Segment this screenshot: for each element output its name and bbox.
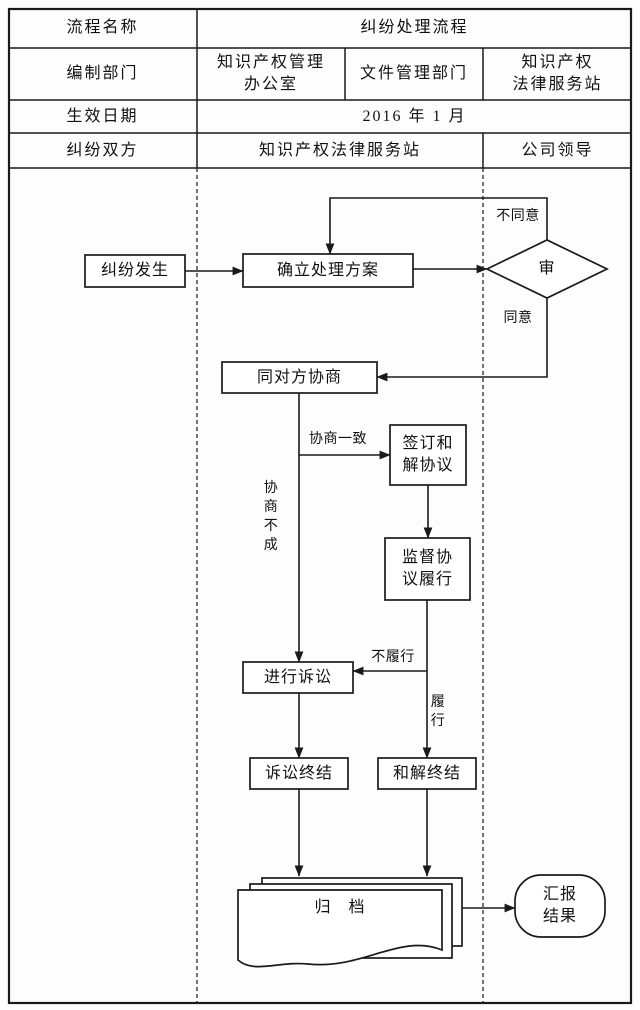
outer-frame: [7, 7, 633, 1005]
lane-label-parties: 纠纷双方: [66, 141, 139, 159]
negotiate-text: 同对方协商: [256, 368, 342, 386]
establish-plan-text: 确立处理方案: [276, 261, 379, 279]
label-agreement-reached: 协商一致: [309, 431, 367, 447]
department-label: 编制部门: [66, 65, 139, 82]
supervise-agreement-text: 监督协 议履行: [401, 549, 453, 588]
review-diamond: [485, 239, 609, 299]
effective-date-value: 2016 年 1 月: [362, 107, 467, 125]
lane-label-legal-station: 知识产权法律服务站: [258, 141, 421, 159]
arrow-disagree-loop: [325, 197, 548, 255]
lane-label-leadership: 公司领导: [521, 141, 594, 159]
review-text: 审: [538, 259, 556, 277]
dispute-occurs-text: 纠纷发生: [100, 262, 169, 279]
report-result-shape: [514, 874, 606, 938]
litigation-end-text: 诉讼终结: [264, 764, 333, 782]
sign-agreement-box: [389, 424, 467, 486]
settlement-end-box: [377, 757, 477, 790]
arrow-agree-to-negotiate: [376, 298, 548, 382]
archive-sheet-front: [237, 889, 443, 968]
effective-date-label: 生效日期: [66, 107, 139, 125]
table-grid: [8, 8, 632, 169]
archive-document: [237, 877, 463, 968]
supervise-agreement-box: [384, 537, 471, 601]
sign-agreement-text: 签订和 解协议: [402, 435, 454, 474]
archive-text: 归 档: [314, 899, 366, 916]
label-negotiation-failed: 协 商 不 成: [263, 481, 279, 553]
department-1: 知识产权管理 办公室: [216, 54, 325, 93]
label-disagree: 不同意: [496, 208, 540, 224]
flow-connectors: [185, 197, 548, 913]
litigation-end-box: [249, 757, 349, 790]
process-name-value: 纠纷处理流程: [360, 19, 469, 36]
settlement-end-text: 和解终结: [392, 764, 461, 782]
litigation-box: [242, 661, 354, 694]
litigation-text: 进行诉讼: [263, 668, 332, 686]
label-agree: 同意: [503, 310, 533, 326]
report-result-text: 汇报 结果: [542, 886, 577, 925]
negotiate-box: [221, 361, 378, 394]
department-2: 文件管理部门: [359, 65, 468, 82]
process-name-label: 流程名称: [66, 19, 139, 36]
label-non-performance: 不履行: [371, 649, 415, 665]
dispute-occurs-box: [84, 254, 186, 288]
label-performance: 履 行: [430, 695, 446, 729]
establish-plan-box: [242, 253, 414, 288]
department-3: 知识产权 法律服务站: [512, 54, 603, 93]
